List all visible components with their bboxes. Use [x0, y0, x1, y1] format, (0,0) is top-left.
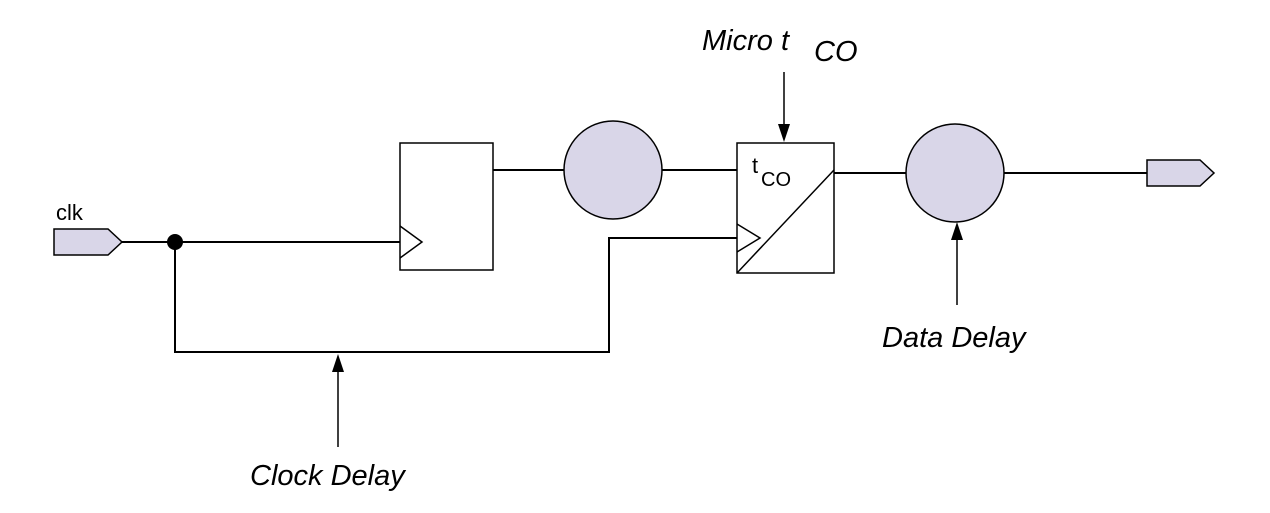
tco-sub-label: CO — [761, 169, 791, 191]
source-register — [399, 142, 494, 271]
micro-tco-label: Micro t — [702, 25, 791, 57]
tco-t-label: t — [752, 153, 758, 178]
micro-tco-arrow-head — [778, 124, 790, 142]
data-delay-label: Data Delay — [882, 322, 1027, 354]
clock-delay-arrow-head — [332, 354, 344, 372]
source-register-clock-triangle — [399, 225, 424, 259]
clock-delay-label: Clock Delay — [250, 460, 406, 492]
clock-delay-wire — [174, 237, 738, 353]
clk-label: clk — [56, 200, 84, 225]
destination-register-clock-triangle — [736, 223, 762, 253]
data-delay-bubble — [905, 123, 1005, 223]
output-port — [1146, 159, 1216, 187]
destination-register — [736, 142, 835, 274]
micro-tco-sub-label: CO — [814, 36, 858, 68]
clk-input-port — [53, 228, 124, 256]
tco-diagonal — [736, 169, 835, 274]
data-delay-arrow-head — [951, 222, 963, 240]
logic-delay-bubble — [563, 120, 663, 220]
